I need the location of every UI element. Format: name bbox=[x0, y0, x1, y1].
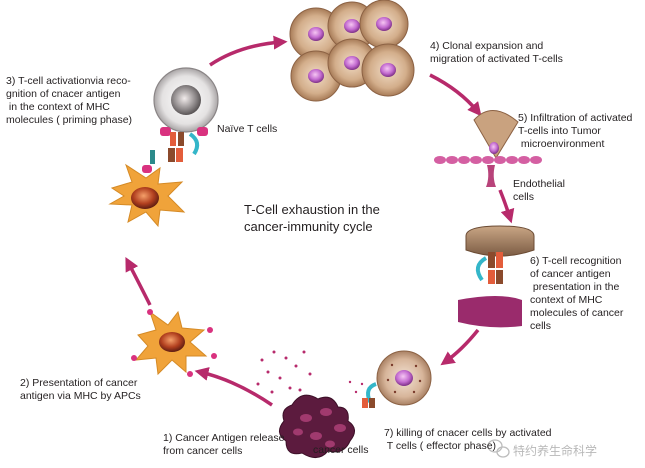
killer-t-cell bbox=[362, 350, 432, 408]
watermark: 特约养生命科学 bbox=[513, 444, 598, 458]
naive-t-cell bbox=[153, 67, 219, 133]
arrow-6-to-7 bbox=[440, 328, 480, 366]
tcr-mhc-complex-priming bbox=[142, 127, 208, 173]
cycle-arrows bbox=[125, 35, 515, 407]
cancer-cell-cluster bbox=[279, 394, 355, 458]
arrow-4-to-5 bbox=[429, 73, 482, 117]
step-2-label: 2) Presentation of cancer antigen via MH… bbox=[20, 377, 141, 402]
step-6-label: 6) T-cell recognition of cancer antigen … bbox=[530, 255, 624, 332]
t-cell-tumor-recognition bbox=[458, 225, 535, 328]
step-5-label: 5) Infiltration of activated T-cells int… bbox=[518, 112, 633, 150]
step-4-label: 4) Clonal expansion and migration of act… bbox=[430, 40, 563, 65]
cancer-cells-label: cancer cells bbox=[313, 444, 369, 456]
endothelial-cells-label: Endothelial cells bbox=[513, 178, 565, 203]
apc-priming bbox=[108, 163, 186, 228]
step-7-label: 7) killing of cnacer cells by activated … bbox=[384, 427, 552, 452]
step-3-label: 3) T-cell activationvia reco- gnition of… bbox=[6, 75, 133, 126]
step-1-label: 1) Cancer Antigen release from cancer ce… bbox=[163, 432, 285, 457]
arrow-5-to-6 bbox=[498, 189, 515, 224]
watermark-icon bbox=[487, 439, 510, 458]
diagram-title: T-Cell exhaustion in the cancer-immunity… bbox=[244, 202, 380, 234]
arrow-2-to-3 bbox=[125, 257, 152, 306]
apc-presenting bbox=[131, 309, 217, 377]
arrow-1-to-2 bbox=[194, 367, 273, 407]
endothelium bbox=[434, 110, 542, 187]
released-antigens bbox=[256, 350, 364, 394]
activated-t-cell-cluster bbox=[289, 0, 415, 102]
naive-t-cells-label: Naïve T cells bbox=[217, 123, 278, 135]
arrow-3-to-4 bbox=[209, 35, 288, 67]
